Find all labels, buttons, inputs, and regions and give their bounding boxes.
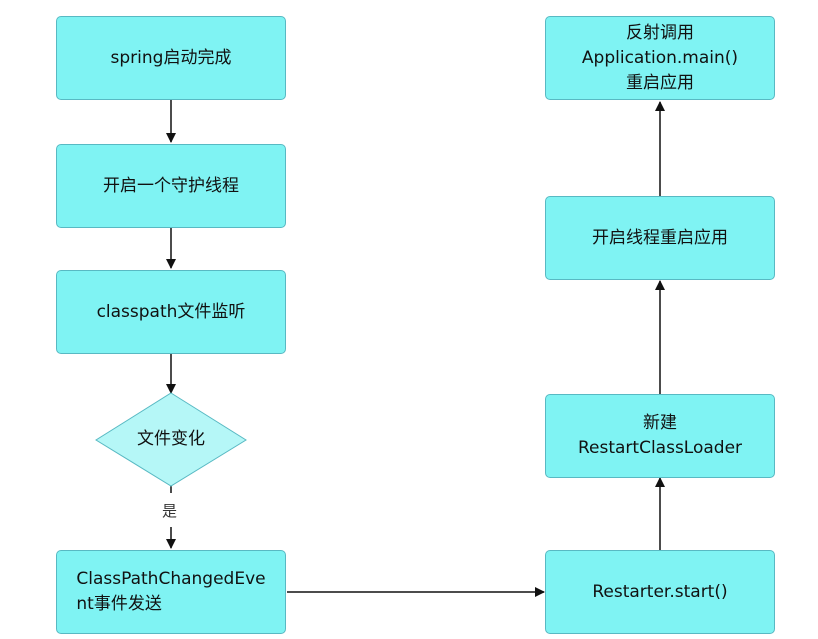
yes-edge-label: 是: [162, 502, 178, 520]
file-change-label-wrap: 文件变化: [96, 393, 246, 486]
file-change-diamond: [95, 392, 247, 487]
new-loader-label-line2: RestartClassLoader: [577, 438, 743, 458]
event-send-label-line1: ClassPathChangedEve: [76, 569, 266, 589]
classpath-watch-label: classpath文件监听: [96, 301, 246, 322]
reflect-main-label-line3: 重启应用: [625, 72, 694, 93]
event-send-label-line2: nt事件发送: [76, 594, 162, 614]
spring-started-label: spring启动完成: [110, 47, 232, 68]
event-send-node: ClassPathChangedEve nt事件发送: [56, 550, 286, 634]
restart-thread-label: 开启线程重启应用: [592, 227, 728, 248]
reflect-main-node: 反射调用 Application.main() 重启应用: [545, 16, 775, 100]
restarter-start-node: Restarter.start(): [545, 550, 775, 634]
start-daemon-label: 开启一个守护线程: [103, 175, 239, 196]
restart-thread-node: 开启线程重启应用: [545, 196, 775, 280]
file-change-label: 文件变化: [137, 429, 205, 449]
new-loader-label-line1: 新建: [643, 413, 677, 433]
spring-started-node: spring启动完成: [56, 16, 286, 100]
new-loader-node: 新建 RestartClassLoader: [545, 394, 775, 478]
restarter-start-label: Restarter.start(): [592, 581, 728, 602]
classpath-watch-node: classpath文件监听: [56, 270, 286, 354]
start-daemon-node: 开启一个守护线程: [56, 144, 286, 228]
reflect-main-label-line1: 反射调用: [625, 22, 694, 43]
reflect-main-label-line2: Application.main(): [581, 47, 739, 68]
